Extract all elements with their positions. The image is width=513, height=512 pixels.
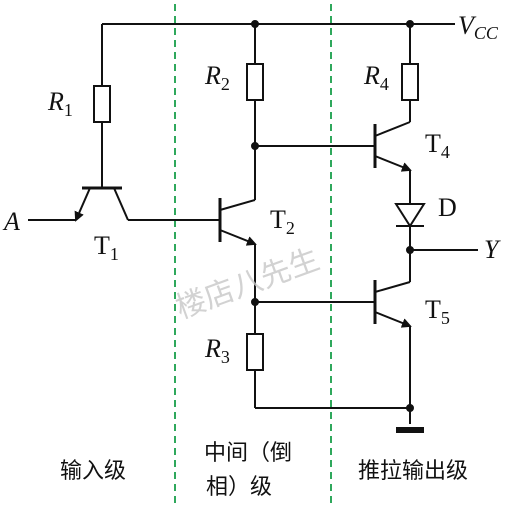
resistor-r2 — [246, 63, 264, 101]
input-label: A — [2, 207, 20, 236]
transistor-t1-emitter — [74, 187, 91, 222]
t2-label: T2 — [270, 205, 295, 238]
r4-label: R4 — [363, 61, 389, 94]
transistor-t4-collector — [374, 121, 411, 137]
r1-label: R1 — [47, 87, 73, 120]
transistor-t2-emitter — [219, 229, 257, 246]
transistor-t2-collector — [219, 199, 256, 211]
resistor-r4 — [401, 63, 419, 101]
diode-d — [394, 203, 426, 228]
t1-label: T1 — [94, 231, 119, 264]
watermark: 楼店八先生 — [171, 242, 324, 326]
stage-input-caption: 输入级 — [60, 459, 126, 484]
vcc-label: VCC — [458, 11, 499, 43]
transistor-t1-collector — [113, 187, 129, 221]
stage-middle-caption-line2: 相）级 — [206, 475, 272, 500]
resistor-r1 — [93, 85, 111, 123]
junction-dot — [406, 404, 414, 412]
stage-middle-caption-line1: 中间（倒 — [204, 441, 292, 466]
transistor-t4-emitter — [374, 155, 412, 172]
t4-label: T4 — [425, 129, 450, 162]
diode-label: D — [438, 193, 457, 222]
t5-label: T5 — [425, 295, 450, 328]
r2-label: R2 — [204, 61, 230, 94]
transistor-t5-emitter — [374, 311, 412, 328]
stage-output-caption: 推拉输出级 — [358, 459, 468, 484]
r3-label: R3 — [204, 334, 230, 367]
resistor-r3 — [246, 333, 264, 371]
transistor-t5-collector — [374, 281, 411, 293]
output-label: Y — [484, 235, 501, 264]
